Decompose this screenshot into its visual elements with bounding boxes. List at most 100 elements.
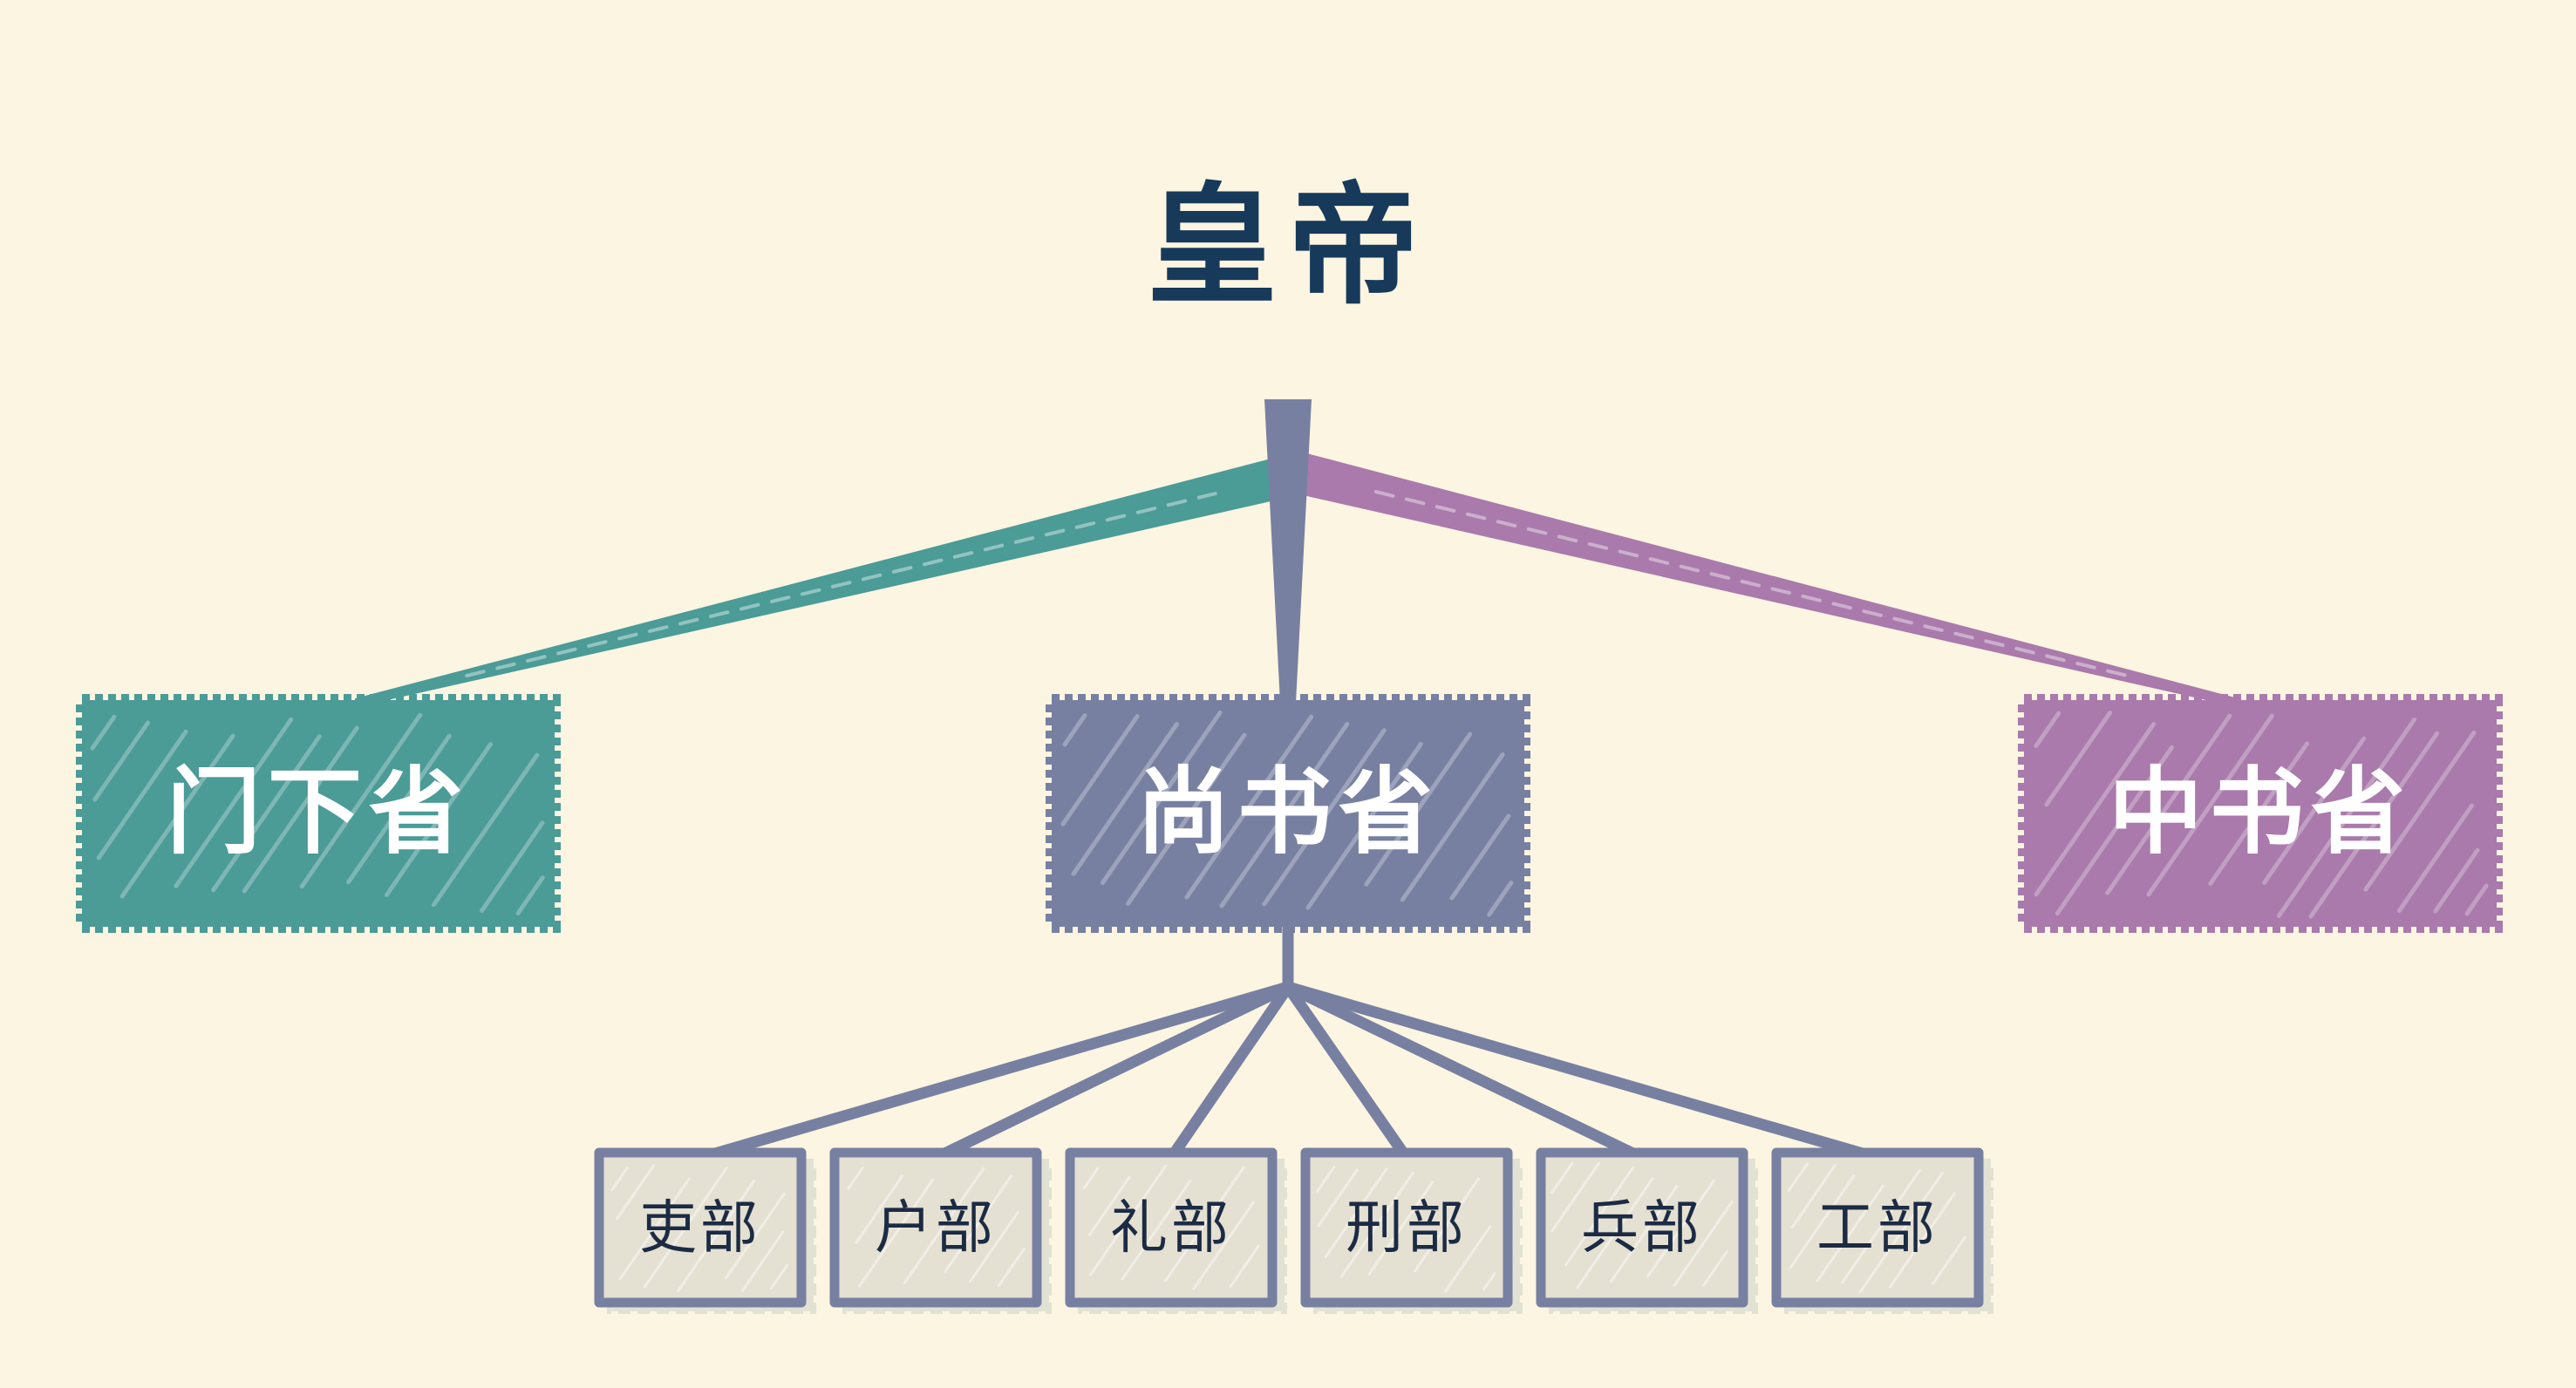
hatch-stroke xyxy=(1219,722,1350,908)
hatch-stroke xyxy=(2208,741,2310,886)
hatch-stroke xyxy=(119,733,235,899)
hatch-stroke xyxy=(1400,752,1505,902)
hatch-stroke xyxy=(968,1210,1019,1283)
ministry-label: 兵部 xyxy=(1581,1194,1703,1262)
hatch-stroke xyxy=(92,720,151,802)
hatch-stroke xyxy=(1858,1171,1945,1294)
ministry-label: 工部 xyxy=(1816,1194,1939,1262)
ministry-box xyxy=(1065,1147,1278,1308)
ministry-box xyxy=(829,1147,1042,1308)
ministry-box xyxy=(594,1147,807,1308)
hatch-stroke xyxy=(855,1174,903,1244)
hatch-stroke xyxy=(1121,1180,1192,1281)
hatch-stroke xyxy=(2433,847,2480,914)
hatch-stroke xyxy=(299,712,423,889)
hatch-stroke xyxy=(480,820,545,913)
hatch-texture xyxy=(1060,710,1514,917)
hatch-stroke xyxy=(1888,1192,1956,1289)
hatch-stroke xyxy=(1367,1180,1435,1276)
hatch-texture xyxy=(2034,711,2489,919)
hatch-stroke xyxy=(857,1178,934,1288)
department-label: 中书省 xyxy=(2109,759,2412,868)
hatch-texture xyxy=(1550,1161,1734,1289)
hatch-texture xyxy=(1787,1162,1966,1294)
hatch-stroke xyxy=(2276,718,2416,919)
ministry-node-rites: 礼部 xyxy=(1065,1147,1287,1314)
edge-to-ministry-revenue xyxy=(930,981,1294,1164)
hatch-stroke xyxy=(431,752,540,908)
hatch-stroke xyxy=(2363,730,2477,892)
edges-emperor xyxy=(354,399,2239,707)
root-node-emperor: 皇帝 xyxy=(1147,171,1429,323)
hatch-stroke xyxy=(1482,1272,1496,1291)
hatch-stroke xyxy=(2044,711,2112,807)
hatch-stroke xyxy=(1062,713,1087,747)
hatch-stroke xyxy=(1071,722,1179,876)
hatch-stroke xyxy=(2146,713,2274,897)
hatch-stroke xyxy=(2308,731,2440,919)
ministry-node-revenue: 户部 xyxy=(829,1147,1052,1314)
hatch-stroke xyxy=(903,1167,985,1284)
hatch-stroke xyxy=(1184,714,1314,900)
hatch-stroke xyxy=(1790,1164,1837,1229)
hatch-stroke xyxy=(740,1230,785,1292)
hatch-stroke xyxy=(1101,710,1223,885)
hatch-texture xyxy=(1316,1166,1496,1294)
ministry-node-works: 工部 xyxy=(1771,1147,1993,1314)
department-node-zhongshu: 中书省 xyxy=(2018,694,2503,933)
hatch-texture xyxy=(847,1166,1026,1288)
hatch-stroke xyxy=(1305,742,1423,910)
hatch-stroke xyxy=(1789,1174,1856,1269)
hatch-stroke xyxy=(2105,713,2232,895)
edge-to-ministry-works xyxy=(1282,981,1884,1164)
hatch-stroke xyxy=(174,717,294,888)
hatch-stroke xyxy=(770,1263,789,1289)
hatch-stroke xyxy=(96,729,188,861)
ministry-label: 吏部 xyxy=(639,1194,761,1262)
hatch-stroke xyxy=(2034,711,2061,749)
hatch-stroke xyxy=(724,1192,786,1280)
hatch-stroke xyxy=(1610,1185,1679,1283)
ministry-box xyxy=(1771,1147,1984,1308)
hatch-stroke xyxy=(2055,745,2174,916)
hatch-stroke xyxy=(1088,1175,1131,1236)
ministry-label: 刑部 xyxy=(1346,1194,1468,1262)
edge-to-ministry-justice xyxy=(1282,981,1413,1164)
edge-sketch-mark xyxy=(465,492,1217,677)
edge-to-ministry-war xyxy=(1282,981,1648,1164)
hatch-stroke xyxy=(1317,1167,1359,1228)
edge-emperor-to-shangshu xyxy=(1264,399,1312,703)
hatch-stroke xyxy=(1487,881,1514,917)
hatch-stroke xyxy=(1089,1165,1167,1276)
hatch-stroke xyxy=(677,1180,756,1293)
hatch-stroke xyxy=(1229,1244,1260,1289)
edge-to-ministry-rites xyxy=(1165,981,1294,1164)
department-node-shangshu: 尚书省 xyxy=(1046,694,1530,933)
hatch-stroke xyxy=(1339,1171,1414,1278)
department-node-menxia: 门下省 xyxy=(76,694,561,933)
ministry-node-justice: 刑部 xyxy=(1300,1147,1523,1314)
edge-emperor-to-zhongshu xyxy=(1292,452,2239,707)
edge-to-ministry-personnel xyxy=(694,981,1294,1164)
hatch-texture xyxy=(610,1164,789,1293)
hatch-stroke xyxy=(1816,1185,1884,1283)
hatch-stroke xyxy=(1060,714,1140,827)
ministry-label: 户部 xyxy=(875,1194,997,1262)
hatch-stroke xyxy=(618,1177,691,1281)
hatch-stroke xyxy=(1702,1250,1728,1287)
hatch-stroke xyxy=(90,714,117,751)
department-box xyxy=(1046,694,1530,933)
hatch-stroke xyxy=(1126,732,1247,906)
hatch-stroke xyxy=(2034,722,2157,897)
hatch-stroke xyxy=(1449,813,1511,901)
hatch-stroke xyxy=(2464,883,2489,916)
hatch-stroke xyxy=(1082,1167,1100,1190)
hatch-stroke xyxy=(1550,1161,1600,1233)
ministry-label: 礼部 xyxy=(1110,1194,1232,1262)
hatch-stroke xyxy=(1316,1166,1336,1193)
hatch-stroke xyxy=(384,742,493,897)
hatch-stroke xyxy=(1646,1180,1715,1278)
hatch-stroke xyxy=(944,1174,1012,1273)
edge-sketch-mark xyxy=(1361,486,2127,677)
